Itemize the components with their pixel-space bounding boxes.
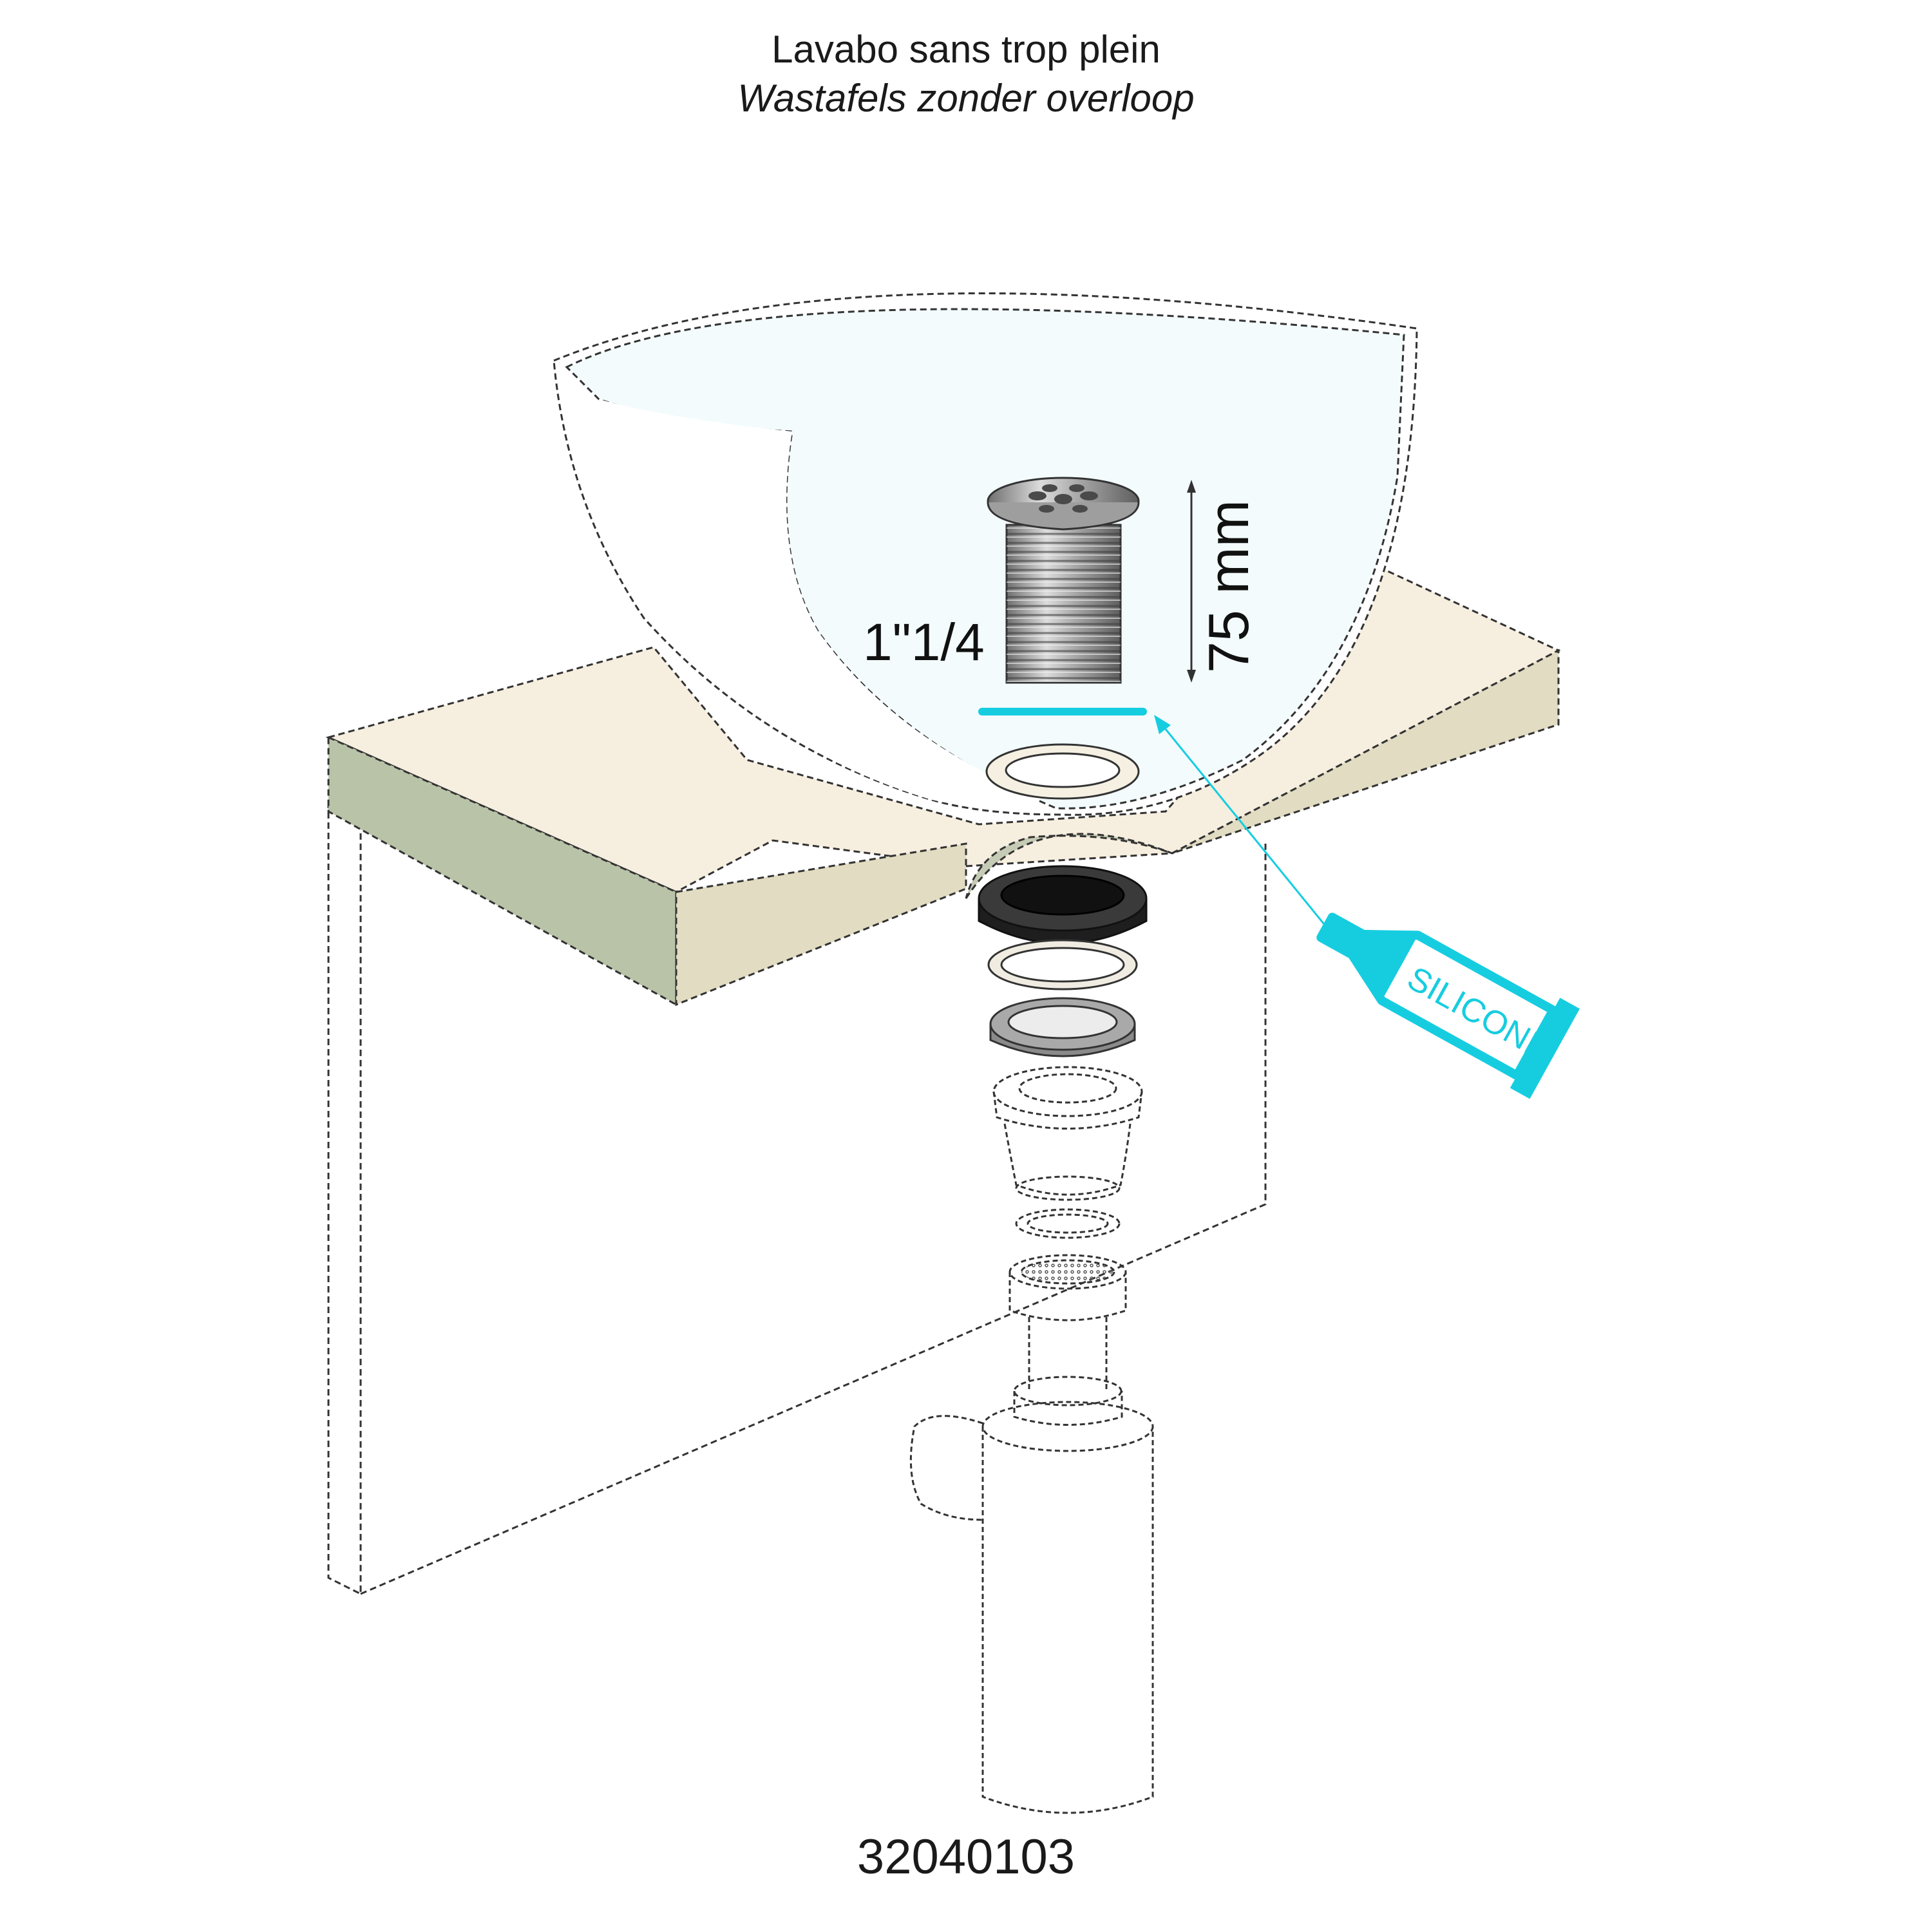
siphon-tailpiece: [1013, 1317, 1123, 1426]
rubber-gasket: [978, 865, 1148, 945]
length-dimension: [1187, 480, 1196, 683]
countertop-front-face: [327, 735, 677, 1007]
lower-washer: [987, 939, 1138, 990]
silicone-tube: SILICONE: [1316, 913, 1580, 1099]
lock-nut: [989, 997, 1136, 1057]
title-dutch: Wastafels zonder overloop: [737, 77, 1195, 120]
siphon-seal-ring: [1015, 1208, 1121, 1239]
siphon-nut: [1009, 1254, 1127, 1321]
basin-inner-rim: [565, 308, 1405, 810]
length-label: 75 mm: [1197, 500, 1260, 673]
plug-threads: [1007, 525, 1121, 683]
countertop-drain-hole: [965, 833, 1173, 899]
drain-plug: [987, 477, 1140, 684]
silicone-arrow: [1154, 715, 1328, 928]
countertop-top-surface: [325, 565, 1561, 893]
countertop: [325, 565, 1561, 1007]
siphon-assembly: [909, 1066, 1154, 1814]
plug-cap-rim: [987, 502, 1140, 531]
thread-size-label: 1"1/4: [863, 613, 985, 672]
siphon-coupling: [992, 1066, 1143, 1201]
basin: [553, 292, 1418, 816]
basin-interior: [594, 399, 1043, 806]
trap-outlet: [909, 1415, 983, 1521]
product-code: 32040103: [857, 1830, 1075, 1884]
countertop-side-face: [1171, 649, 1560, 855]
bottle-trap-body: [981, 1401, 1154, 1814]
vanity-cabinet: [327, 802, 1267, 1596]
top-washer: [985, 743, 1140, 800]
title-french: Lavabo sans trop plein: [772, 28, 1160, 71]
grate-holes: [1028, 484, 1098, 513]
countertop-right-face: [675, 842, 967, 1007]
